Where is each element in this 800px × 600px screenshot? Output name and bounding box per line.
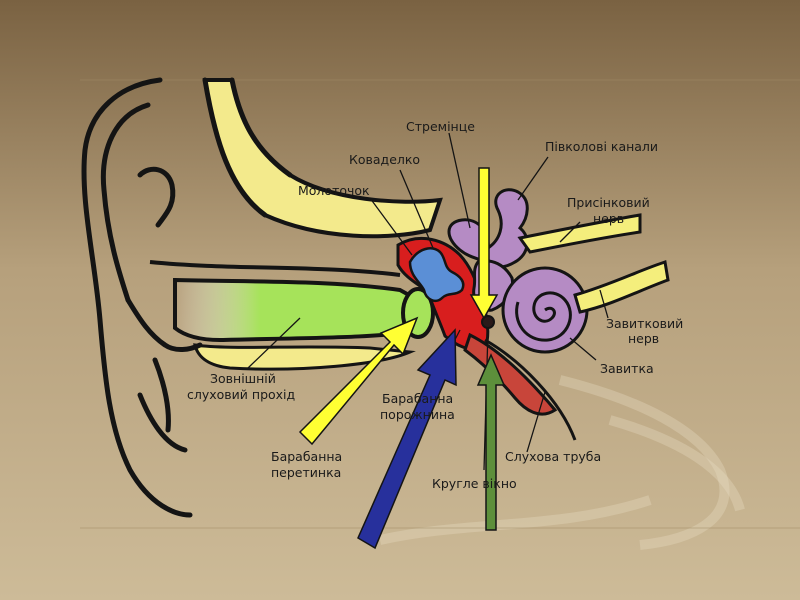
cochlear-nerve [573, 260, 670, 314]
ossicles [408, 247, 465, 302]
arrow-yellow-vertical [469, 167, 499, 320]
label-vestibular-nerve-line1: Присінковий [567, 195, 650, 210]
slide-divider-line [80, 79, 800, 529]
label-tympanic-cavity-line1: Барабанна [382, 391, 453, 406]
label-tympanic-cavity-line2: порожнина [380, 407, 455, 422]
label-stirrup: Стремінце [406, 119, 475, 134]
round-window [481, 315, 495, 329]
external-auditory-canal [173, 277, 420, 343]
label-semicircular-canals: Півколові канали [545, 139, 658, 154]
label-eardrum-line2: перетинка [271, 465, 341, 480]
vestibular-nerve [517, 213, 642, 254]
label-cochlear-nerve-line2: нерв [628, 331, 659, 346]
canal-upper-wall [149, 260, 401, 277]
cochlea-spiral [515, 291, 572, 342]
label-cochlear-nerve-line1: Завитковий [606, 316, 683, 331]
label-outer-canal-line2: слуховий прохід [187, 387, 295, 402]
arrow-yellow-diagonal [298, 316, 419, 446]
background-swirls [378, 375, 745, 550]
label-eardrum-line1: Барабанна [271, 449, 342, 464]
label-vestibular-nerve-line2: нерв [593, 211, 624, 226]
label-round-window: Кругле вікно [432, 476, 517, 491]
label-hammer: Молоточок [298, 183, 370, 198]
label-outer-canal-line1: Зовнішній [210, 371, 276, 386]
outer-ear-auricle [81, 77, 293, 518]
arrow-blue-diagonal [357, 328, 457, 550]
label-eustachian-tube: Слухова труба [505, 449, 601, 464]
label-cochlea: Завитка [600, 361, 654, 376]
eustachian-tube-wall [484, 338, 577, 441]
inner-ear-labyrinth [447, 188, 589, 354]
label-anvil: Коваделко [349, 152, 420, 167]
diagram-labels: Стремінце Коваделко Молоточок Півколові … [187, 119, 683, 491]
arrow-green-vertical [476, 353, 506, 531]
